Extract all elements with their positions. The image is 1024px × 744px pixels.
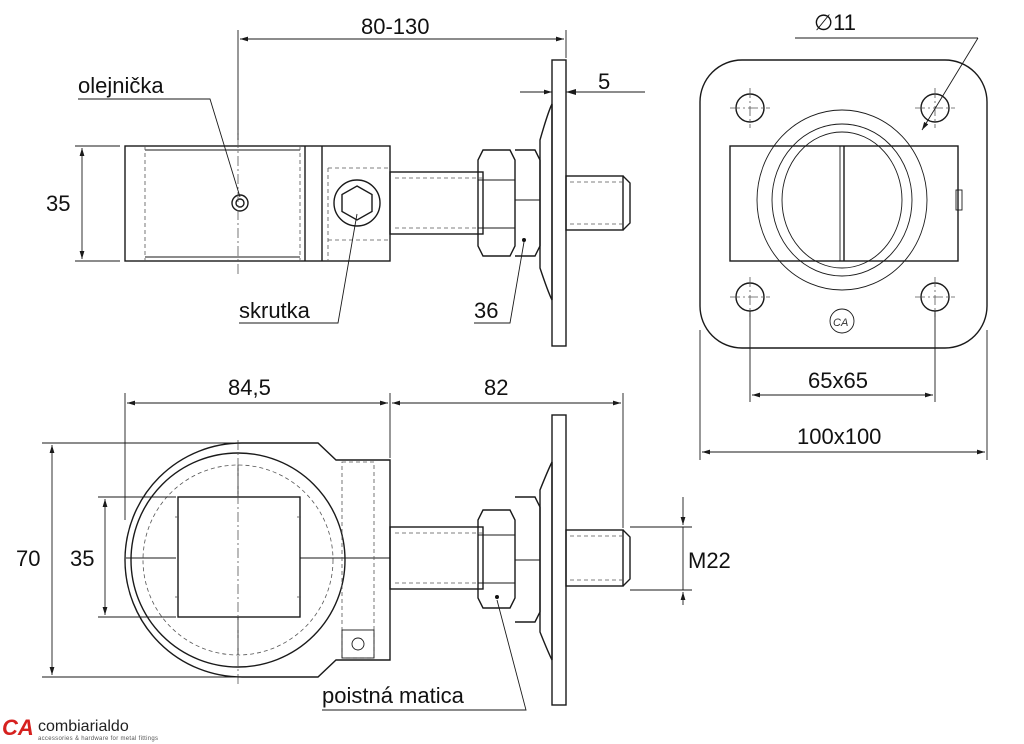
brand-tagline: accessories & hardware for metal fitting… [38,736,158,742]
dim-top-length: 80-130 [361,14,430,39]
dim-body-length: 84,5 [228,375,271,400]
brand-logo: CA combiarialdo accessories & hardware f… [2,715,158,742]
ca-stamp-icon: CA [829,308,855,334]
svg-text:CA: CA [833,317,848,329]
dim-plate-size: 100x100 [797,424,881,449]
label-nut-size: 36 [474,298,498,323]
dim-plate-thickness: 5 [598,69,610,94]
front-view: 84,5 82 70 35 M22 poistná matica [16,375,731,711]
dim-hole-spacing: 65x65 [808,368,868,393]
brand-name: combiarialdo [38,718,129,735]
side-view: 80-130 5 35 olejnička skrutka 36 [46,14,645,347]
label-lock-nut: poistná matica [322,683,465,708]
dim-thread: M22 [688,548,731,573]
brand-mark: CA [2,715,34,740]
dim-bolt-length: 82 [484,375,508,400]
dim-hole-diameter: ∅11 [814,10,856,35]
label-oiler: olejnička [78,73,164,98]
dim-overall-height: 70 [16,546,40,571]
plate-view: CA ∅11 65x65 100x100 [699,10,988,460]
dim-bore-height: 35 [70,546,94,571]
dim-side-height: 35 [46,191,70,216]
label-screw: skrutka [239,298,311,323]
